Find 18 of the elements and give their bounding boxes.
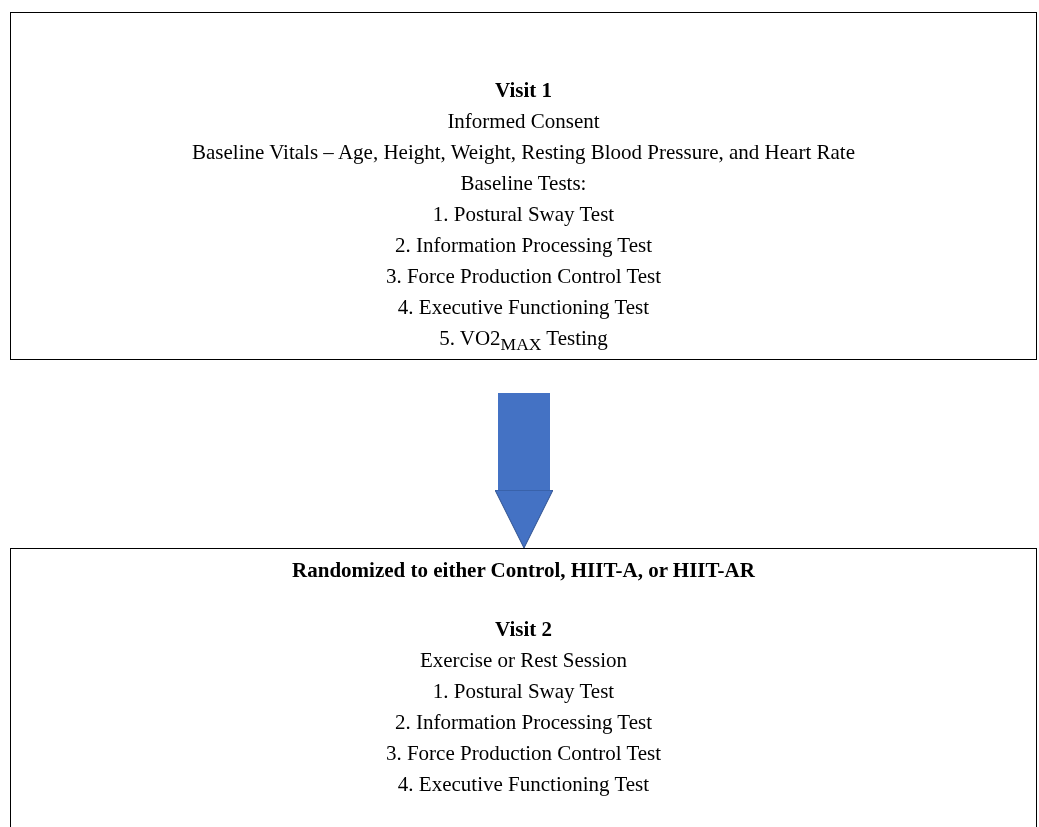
step-text: 1. Postural Sway Test — [431, 678, 616, 705]
process-box — [10, 12, 1037, 360]
step-text: Baseline Tests: — [459, 170, 588, 197]
step-text: 4. Executive Functioning Test — [396, 771, 651, 798]
step-text: 5. VO2$_{MAX}$ Testing — [438, 325, 609, 357]
step-text: 1. Postural Sway Test — [431, 201, 616, 228]
step-text: 3. Force Production Control Test — [384, 740, 663, 767]
step-text: Exercise or Rest Session — [418, 647, 628, 674]
heading-text: Randomized to either Control, HIIT-A, or HIIT-AR — [291, 557, 756, 584]
process-box — [10, 548, 1037, 827]
step-text: 4. Executive Functioning Test — [396, 294, 651, 321]
step-text: 3. Force Production Control Test — [384, 263, 663, 290]
step-text: 2. Information Processing Test — [393, 232, 654, 259]
step-text: 2. Information Processing Test — [393, 709, 654, 736]
heading-text: Visit 1 — [494, 77, 553, 104]
step-text: Baseline Vitals – Age, Height, Weight, Resting Blood Pressure, and Heart Rate — [191, 139, 856, 166]
heading-text: Visit 2 — [494, 616, 553, 643]
step-text: Informed Consent — [446, 108, 601, 135]
